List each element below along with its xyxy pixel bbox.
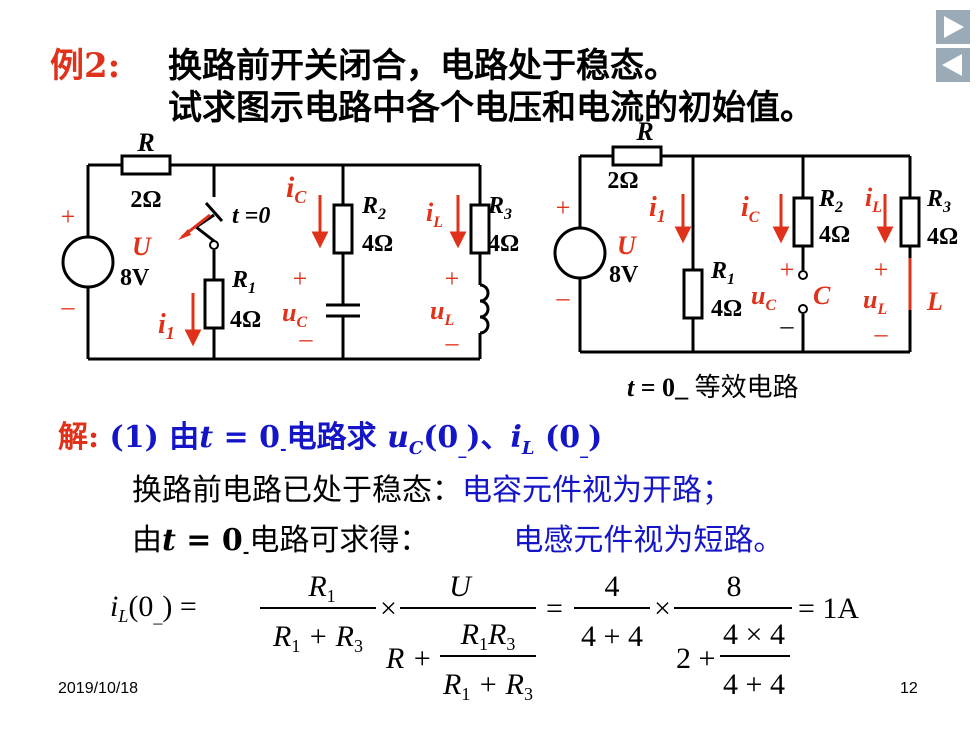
right-i1-label: i1 bbox=[649, 192, 666, 226]
solution-line-1: 解: (1) 由t = 0-电路求 uC(0_)、iL (0_) bbox=[58, 420, 603, 459]
page-number: 12 bbox=[900, 680, 918, 697]
times-sign-2: × bbox=[654, 592, 671, 625]
right-il-label: iL bbox=[865, 183, 882, 216]
times-sign-1: × bbox=[380, 592, 397, 625]
right-r-value: 2Ω bbox=[607, 168, 638, 194]
obtain-text: 电路可求得： bbox=[249, 523, 430, 558]
right-r1-label: R1 bbox=[710, 258, 735, 288]
right-c-label: C bbox=[813, 281, 831, 310]
right-r2-label: R2 bbox=[818, 186, 843, 216]
f2-inner-numerator: R1R3 bbox=[460, 618, 516, 654]
left-il-label: iL bbox=[426, 198, 443, 231]
right-ul-plus: + bbox=[874, 255, 889, 284]
left-source-u: U bbox=[132, 232, 152, 261]
circuit-diagram-right: R 2Ω + – U 8V i1 iC R2 4Ω iL R3 4Ω R1 4Ω… bbox=[553, 118, 958, 402]
heading-line-1: 换路前开关闭合，电路处于稳态。 bbox=[168, 46, 678, 86]
formula-lhs: iL(0_) = bbox=[110, 590, 197, 626]
left-ul-plus: + bbox=[445, 264, 460, 293]
left-switch-label: t =0 bbox=[232, 203, 270, 229]
left-ul-label: uL bbox=[430, 296, 454, 329]
left-ic-label: iC bbox=[286, 171, 307, 207]
right-r2-value: 4Ω bbox=[819, 222, 850, 248]
capacitor-open-text: 电容元件视为开路； bbox=[462, 473, 732, 508]
left-r-value: 2Ω bbox=[130, 187, 161, 213]
f3-numerator: 4 bbox=[605, 570, 620, 603]
right-uc-plus: + bbox=[780, 255, 795, 284]
left-r3-value: 4Ω bbox=[488, 231, 519, 257]
right-ul-label: uL bbox=[863, 285, 887, 318]
left-i1-label: i1 bbox=[158, 309, 175, 343]
prev-slide-button[interactable] bbox=[936, 48, 970, 82]
f1-denominator: R1 + R3 bbox=[272, 620, 363, 656]
right-minus-sign: – bbox=[556, 283, 571, 312]
left-uc-label: uC bbox=[282, 298, 307, 331]
example-label: 例2: bbox=[50, 46, 121, 86]
right-uc-label: uC bbox=[751, 281, 776, 314]
right-r3-label: R3 bbox=[926, 186, 951, 216]
right-ic-label: iC bbox=[741, 192, 760, 226]
footer-date: 2019/10/18 bbox=[58, 680, 139, 697]
left-r1-value: 4Ω bbox=[230, 307, 261, 333]
left-r-label: R bbox=[136, 128, 154, 157]
right-l-label: L bbox=[926, 287, 943, 316]
play-left-icon bbox=[942, 54, 962, 76]
left-r2-label: R2 bbox=[361, 193, 386, 223]
f2-den-r: R + bbox=[385, 642, 432, 675]
left-r2-value: 4Ω bbox=[362, 231, 393, 257]
right-r-label: R bbox=[635, 118, 653, 146]
f4-inner-numerator: 4 × 4 bbox=[723, 618, 785, 651]
f4-den-2: 2 + bbox=[676, 642, 715, 675]
solution-step: (1) 由 bbox=[99, 420, 200, 455]
f4-inner-denominator: 4 + 4 bbox=[723, 668, 785, 701]
equals-sign: = bbox=[546, 592, 563, 625]
formula-result: = 1A bbox=[798, 592, 859, 625]
f2-inner-denominator: R1 + R3 bbox=[442, 668, 533, 704]
right-source-value: 8V bbox=[609, 262, 639, 288]
inductor-short-text: 电感元件视为短路。 bbox=[513, 523, 784, 558]
right-r3-value: 4Ω bbox=[927, 224, 958, 250]
steady-state-text: 换路前电路已处于稳态： bbox=[132, 473, 462, 508]
left-ul-minus: – bbox=[445, 328, 460, 357]
left-r3-label: R3 bbox=[487, 193, 512, 223]
solution-line-2: 换路前电路已处于稳态：电容元件视为开路； bbox=[132, 465, 732, 509]
right-source-u: U bbox=[617, 231, 637, 260]
heading-line-2: 试求图示电路中各个电压和电流的初始值。 bbox=[168, 88, 814, 128]
f4-numerator: 8 bbox=[727, 570, 742, 603]
next-slide-button[interactable] bbox=[936, 10, 970, 44]
left-r1-label: R1 bbox=[231, 267, 256, 297]
right-plus-sign: + bbox=[556, 193, 571, 222]
f2-numerator: U bbox=[449, 570, 473, 603]
left-source-value: 8V bbox=[120, 265, 150, 291]
solution-line-3: 由t = 0-电路可求得：电感元件视为短路。 bbox=[132, 523, 784, 561]
right-r1-value: 4Ω bbox=[711, 296, 742, 322]
solution-label: 解: bbox=[58, 420, 100, 455]
initial-value-formula: iL(0_) = R1 R1 + R3 × U R + R1R3 R1 + R3… bbox=[110, 570, 859, 704]
right-ul-minus: – bbox=[874, 319, 889, 348]
play-right-icon bbox=[944, 16, 964, 38]
f3-denominator: 4 + 4 bbox=[581, 620, 643, 653]
equivalent-circuit-caption: t = 0_ 等效电路 bbox=[627, 373, 799, 402]
left-uc-minus: – bbox=[299, 324, 314, 353]
left-uc-plus: + bbox=[293, 264, 308, 293]
f1-numerator: R1 bbox=[307, 570, 335, 606]
circuit-diagram-left: R 2Ω + – U 8V t =0 iC R2 4Ω iL R3 4Ω R1 … bbox=[61, 128, 519, 361]
left-plus-sign: + bbox=[61, 202, 76, 231]
right-uc-minus: – bbox=[780, 311, 795, 340]
left-minus-sign: – bbox=[61, 292, 76, 321]
